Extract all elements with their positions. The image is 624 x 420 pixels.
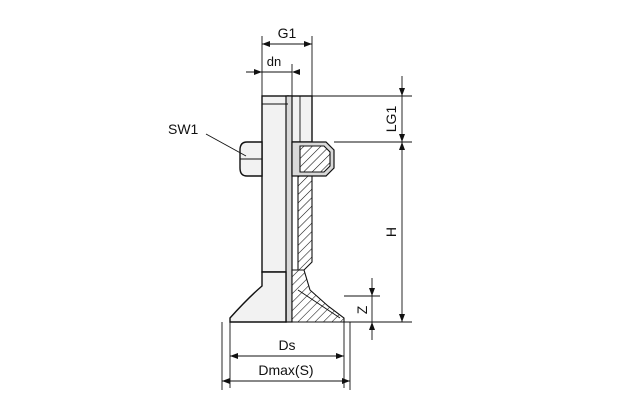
label-sw1: SW1 bbox=[168, 121, 199, 137]
dim-dn bbox=[246, 64, 300, 96]
label-h: H bbox=[383, 227, 399, 237]
dim-g1 bbox=[261, 36, 313, 96]
cup-lip-left bbox=[229, 271, 287, 323]
dim-z bbox=[369, 278, 375, 340]
label-dn: dn bbox=[267, 54, 281, 69]
label-dmax: Dmax(S) bbox=[258, 362, 313, 378]
label-ds: Ds bbox=[278, 337, 295, 353]
dim-lg1 bbox=[399, 76, 405, 142]
lip-edge bbox=[297, 289, 341, 319]
dim-ds bbox=[229, 322, 345, 388]
cup-lip-right bbox=[291, 269, 345, 323]
label-g1: G1 bbox=[278, 25, 297, 41]
label-z: Z bbox=[354, 305, 370, 314]
nut-section bbox=[299, 145, 331, 173]
stem-outer bbox=[261, 95, 289, 273]
dim-h bbox=[399, 142, 405, 322]
leader-sw1 bbox=[205, 133, 247, 157]
dim-dmax bbox=[221, 322, 351, 390]
bore bbox=[285, 95, 293, 323]
label-lg1: LG1 bbox=[383, 106, 399, 133]
suction-cup-part bbox=[229, 95, 345, 323]
